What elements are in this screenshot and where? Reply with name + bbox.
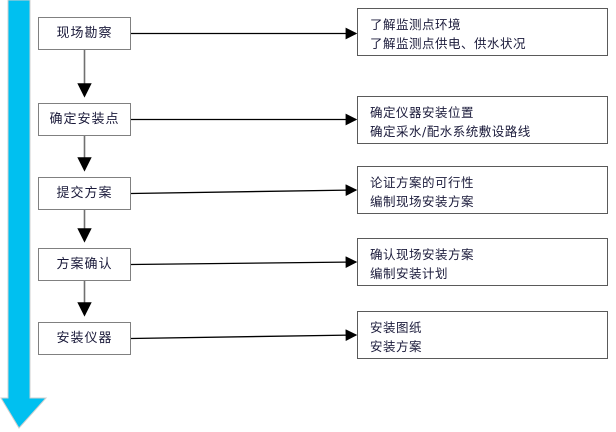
detail-line-1-1: 了解监测点环境 xyxy=(370,17,462,32)
detail-box-4[interactable]: 确认现场安装方案 编制安装计划 xyxy=(357,238,608,286)
detail-box-2[interactable]: 确定仪器安装位置 确定采水/配水系统敷设路线 xyxy=(357,96,608,144)
stage-label-1: 现场勘察 xyxy=(56,26,113,41)
detail-line-1-2: 了解监测点供电、供水状况 xyxy=(370,36,527,51)
flow-arrow-shape xyxy=(0,0,48,429)
horizontal-connector-3 xyxy=(130,184,358,197)
detail-line-4-2: 编制安装计划 xyxy=(370,266,449,281)
stage-label-4: 方案确认 xyxy=(56,257,113,272)
stage-box-2[interactable]: 确定安装点 xyxy=(38,103,131,136)
detail-line-3-2: 编制现场安装方案 xyxy=(370,194,475,209)
stage-label-3: 提交方案 xyxy=(56,186,113,201)
stage-label-5: 安装仪器 xyxy=(56,331,113,346)
detail-box-5[interactable]: 安装图纸 安装方案 xyxy=(357,311,608,359)
horizontal-connector-4 xyxy=(130,256,358,268)
downward-process-arrow xyxy=(0,0,48,429)
stage-box-1[interactable]: 现场勘察 xyxy=(38,17,131,50)
horizontal-connector-5 xyxy=(130,329,358,342)
detail-line-5-1: 安装图纸 xyxy=(370,320,423,335)
detail-box-1[interactable]: 了解监测点环境 了解监测点供电、供水状况 xyxy=(357,8,608,56)
stage-box-5[interactable]: 安装仪器 xyxy=(38,322,131,355)
stage-box-3[interactable]: 提交方案 xyxy=(38,177,131,210)
detail-box-3[interactable]: 论证方案的可行性 编制现场安装方案 xyxy=(357,166,608,214)
detail-line-5-2: 安装方案 xyxy=(370,339,423,354)
detail-line-4-1: 确认现场安装方案 xyxy=(370,247,475,262)
detail-line-2-2: 确定采水/配水系统敷设路线 xyxy=(370,124,531,139)
detail-line-2-1: 确定仪器安装位置 xyxy=(370,105,475,120)
stage-label-2: 确定安装点 xyxy=(49,112,120,127)
detail-line-3-1: 论证方案的可行性 xyxy=(370,175,475,190)
stage-box-4[interactable]: 方案确认 xyxy=(38,248,131,281)
